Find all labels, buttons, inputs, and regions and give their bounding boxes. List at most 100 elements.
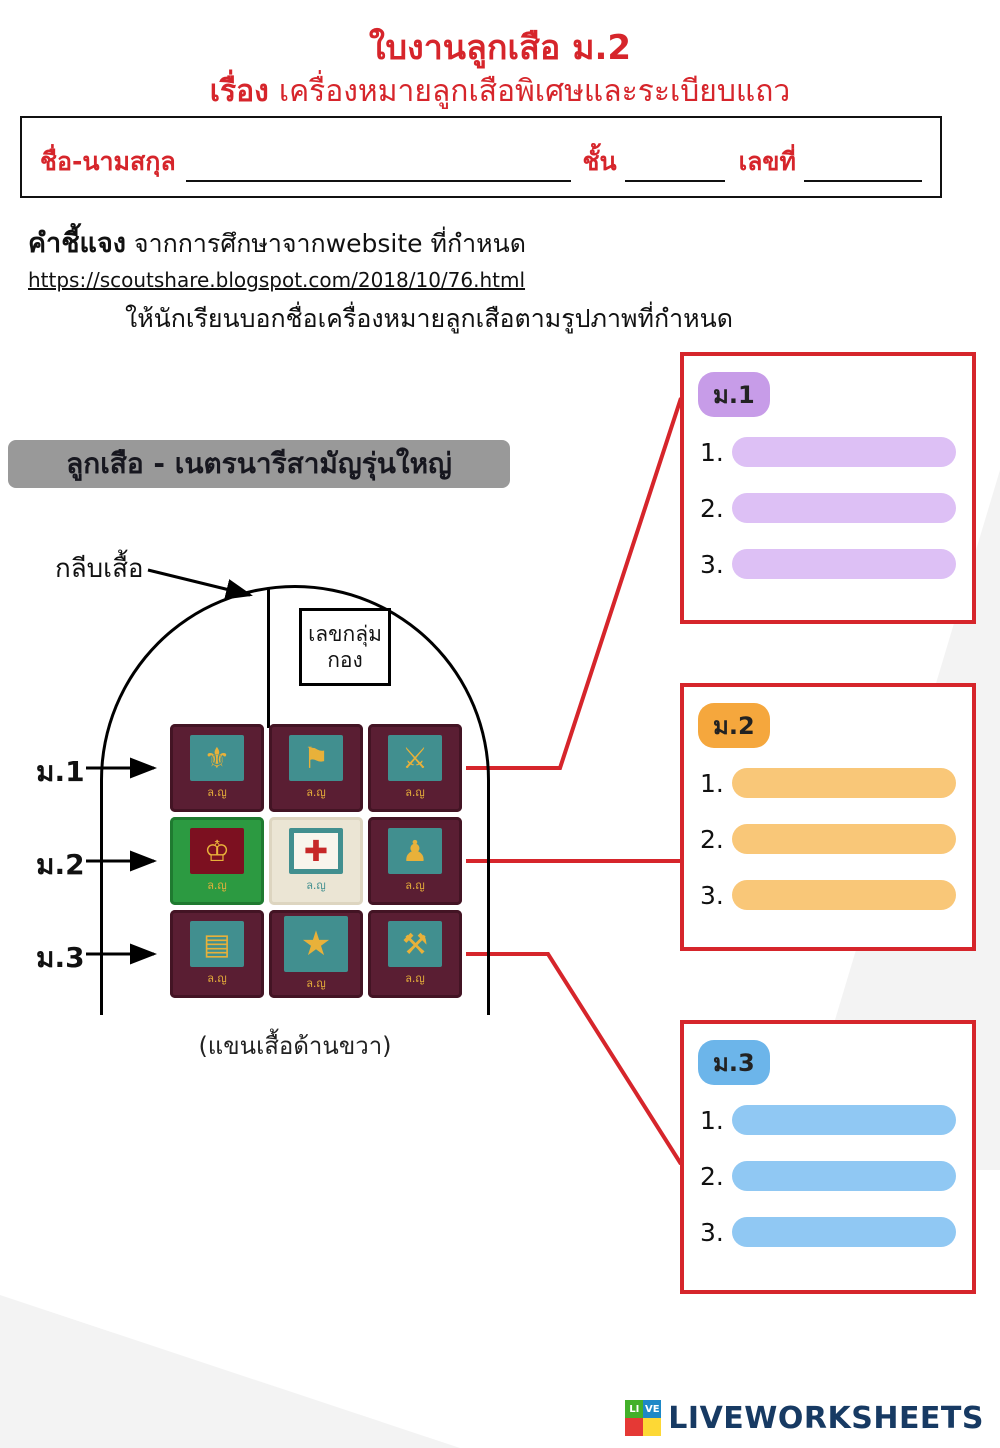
student-name-box: ชื่อ-นามสกุล ชั้น เลขที่ <box>20 116 942 198</box>
number-label: เลขที่ <box>738 147 796 176</box>
answer-field-m3-1[interactable] <box>732 1105 956 1135</box>
logo-square-red <box>625 1418 644 1436</box>
class-label: ชั้น <box>582 147 617 176</box>
badge-tag: ล.ญ <box>306 977 326 990</box>
badge-tag: ล.ญ <box>207 786 227 799</box>
logo-square-blue: VE <box>643 1400 662 1418</box>
connector-line-m3 <box>466 952 683 1166</box>
page-title: ใบงานลูกเสือ ม.2 <box>368 28 632 68</box>
answer-row: 2. <box>700 824 956 854</box>
instructions-heading: คำชี้แจง <box>28 228 126 259</box>
group-box-line1: เลขกลุ่ม <box>308 621 382 646</box>
badge-tag: ล.ญ <box>207 879 227 892</box>
answer-number: 1. <box>700 768 724 798</box>
instructions: คำชี้แจง จากการศึกษาจากwebsite ที่กำหนด … <box>28 226 983 336</box>
logo-square-green: LI <box>625 1400 644 1418</box>
background-watermark-bottom-left <box>0 1295 460 1448</box>
answer-row: 1. <box>700 1105 956 1135</box>
instruction-line1: คำชี้แจง จากการศึกษาจากwebsite ที่กำหนด … <box>28 226 983 296</box>
answer-box-m1: ม.1 1. 2. 3. <box>680 352 976 624</box>
badge-grid: ⚜ ล.ญ ⚑ ล.ญ ⚔ ล.ญ ♔ ล.ญ ✚ ล.ญ ♟ ล.ญ ▤ ล.… <box>170 724 462 998</box>
answer-rows-m2: 1. 2. 3. <box>684 768 972 910</box>
answer-field-m1-3[interactable] <box>732 549 956 579</box>
badge-book: ▤ ล.ญ <box>170 910 264 998</box>
answer-field-m2-3[interactable] <box>732 880 956 910</box>
name-label: ชื่อ-นามสกุล <box>40 147 176 176</box>
scout-figure-icon: ⚜ <box>190 735 244 781</box>
answer-number: 2. <box>700 1161 724 1191</box>
red-cross-icon: ✚ <box>289 828 343 874</box>
answer-field-m1-1[interactable] <box>732 437 956 467</box>
answer-pill-m3: ม.3 <box>698 1040 770 1085</box>
page-subtitle: เรื่อง เครื่องหมายลูกเสือพิเศษและระเบียบแ… <box>0 68 1000 115</box>
star-icon: ★ <box>284 916 348 972</box>
answer-row: 2. <box>700 493 956 523</box>
group-box-line2: กอง <box>327 648 363 672</box>
badge-tag: ล.ญ <box>306 879 326 892</box>
figure-with-staff-icon: ⚑ <box>289 735 343 781</box>
answer-field-m3-3[interactable] <box>732 1217 956 1247</box>
collar-arrow <box>147 568 253 600</box>
answer-row: 2. <box>700 1161 956 1191</box>
group-number-box: เลขกลุ่ม กอง <box>299 608 391 686</box>
answer-number: 3. <box>700 880 724 910</box>
answer-row: 3. <box>700 880 956 910</box>
badge-tag: ล.ญ <box>405 786 425 799</box>
subtitle-text: เครื่องหมายลูกเสือพิเศษและระเบียบแถว <box>278 74 791 109</box>
answer-rows-m1: 1. 2. 3. <box>684 437 972 579</box>
instruction-text: จากการศึกษาจากwebsite ที่กำหนด <box>133 229 526 258</box>
collar-label: กลีบเสื้อ <box>55 554 144 584</box>
badge-axe: ⚒ ล.ญ <box>368 910 462 998</box>
subtitle-prefix: เรื่อง <box>209 74 269 109</box>
figure-banner: ลูกเสือ - เนตรนารีสามัญรุ่นใหญ่ <box>8 440 510 488</box>
website-link[interactable]: https://scoutshare.blogspot.com/2018/10/… <box>28 268 526 293</box>
answer-number: 2. <box>700 824 724 854</box>
class-blank-field[interactable] <box>624 152 725 182</box>
badge-figure-with-staff: ⚑ ล.ญ <box>269 724 363 812</box>
answer-pill-m2: ม.2 <box>698 703 770 748</box>
badge-trumpeter: ♟ ล.ญ <box>368 817 462 905</box>
answer-number: 2. <box>700 493 724 523</box>
badge-first-aid: ✚ ล.ญ <box>269 817 363 905</box>
answer-field-m2-1[interactable] <box>732 768 956 798</box>
sleeve-seam-line <box>267 588 270 728</box>
name-blank-field[interactable] <box>185 152 571 182</box>
badge-scout-figure: ⚜ ล.ญ <box>170 724 264 812</box>
book-icon: ▤ <box>190 921 244 967</box>
axe-icon: ⚒ <box>388 921 442 967</box>
answer-row: 3. <box>700 549 956 579</box>
liveworksheets-brand: LI VE LIVEWORKSHEETS <box>625 1400 984 1436</box>
answer-row: 3. <box>700 1217 956 1247</box>
brand-text: LIVEWORKSHEETS <box>668 1400 984 1436</box>
row-label-m3: ม.3 <box>36 941 85 974</box>
answer-field-m2-2[interactable] <box>732 824 956 854</box>
answer-row: 1. <box>700 768 956 798</box>
number-blank-field[interactable] <box>804 152 922 182</box>
instruction-line2: ให้นักเรียนบอกชื่อเครื่องหมายลูกเสือตามร… <box>125 304 733 334</box>
answer-row: 1. <box>700 437 956 467</box>
badge-star: ★ ล.ญ <box>269 910 363 998</box>
answer-rows-m3: 1. 2. 3. <box>684 1105 972 1247</box>
liveworksheets-logo-icon: LI VE <box>625 1400 662 1436</box>
badge-tag: ล.ญ <box>306 786 326 799</box>
row-label-m1: ม.1 <box>36 755 85 788</box>
answer-number: 1. <box>700 1105 724 1135</box>
badge-tag: ล.ญ <box>405 972 425 985</box>
sleeve-outline <box>100 585 490 1015</box>
badge-tag: ล.ญ <box>405 879 425 892</box>
answer-number: 1. <box>700 437 724 467</box>
logo-square-yellow <box>643 1418 662 1436</box>
answer-field-m3-2[interactable] <box>732 1161 956 1191</box>
answer-box-m2: ม.2 1. 2. 3. <box>680 683 976 951</box>
badge-crossed-staves: ⚔ ล.ญ <box>368 724 462 812</box>
figure-caption: (แขนเสื้อด้านขวา) <box>198 1032 392 1060</box>
row-label-m2: ม.2 <box>36 848 85 881</box>
badge-crown: ♔ ล.ญ <box>170 817 264 905</box>
badge-tag: ล.ญ <box>207 972 227 985</box>
crown-icon: ♔ <box>190 828 244 874</box>
answer-field-m1-2[interactable] <box>732 493 956 523</box>
answer-box-m3: ม.3 1. 2. 3. <box>680 1020 976 1294</box>
answer-number: 3. <box>700 1217 724 1247</box>
answer-pill-m1: ม.1 <box>698 372 770 417</box>
